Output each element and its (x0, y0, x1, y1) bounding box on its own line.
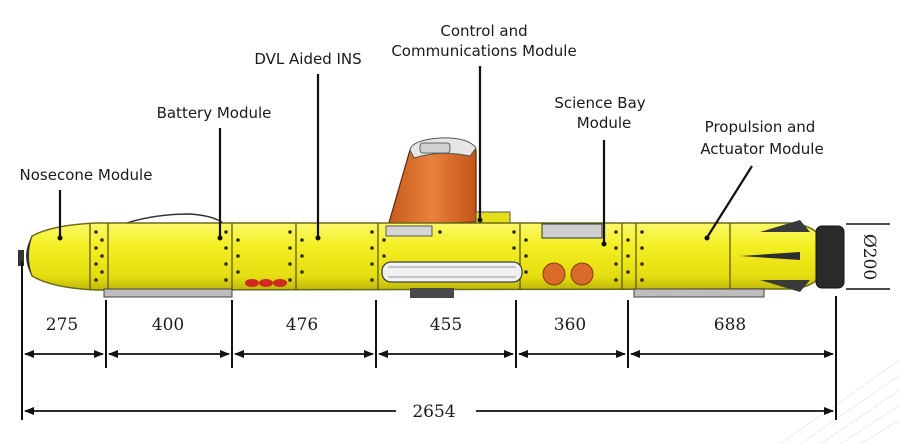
science-bay-rail (541, 223, 603, 239)
label-battery-module: Battery Module (157, 104, 272, 122)
label-control-line1: Control and (440, 22, 527, 40)
label-dvl-aided-ins: DVL Aided INS (254, 50, 361, 68)
dimension-extension-lines (21, 262, 837, 420)
label-control-line2: Communications Module (391, 42, 576, 60)
dim-value-battery: 400 (152, 315, 184, 335)
auv-vehicle (18, 137, 845, 298)
battery-skid (103, 288, 233, 298)
control-top-hatch (385, 225, 433, 237)
sail-window (419, 142, 451, 154)
diameter-extension-lines (846, 223, 890, 290)
ins-cylinder (381, 261, 523, 283)
dim-value-dvl: 476 (286, 315, 318, 335)
tail-fin-mid (740, 252, 800, 260)
propeller-shroud (815, 225, 845, 289)
dim-value-propulsion: 688 (714, 315, 746, 335)
dim-value-science: 360 (554, 315, 586, 335)
label-science-line2: Module (577, 114, 632, 132)
background-decoration (779, 359, 900, 444)
dim-value-nosecone: 275 (46, 315, 78, 335)
label-nosecone-module: Nosecone Module (20, 166, 153, 184)
red-marker (245, 279, 287, 287)
propulsion-skid (633, 288, 765, 298)
nose-sensor (18, 250, 24, 266)
module-labels: Nosecone Module Battery Module DVL Aided… (20, 22, 824, 247)
science-port-2 (570, 262, 594, 286)
nose-tip (26, 236, 32, 276)
science-port-1 (542, 262, 566, 286)
leader-propulsion (707, 165, 753, 237)
dvl-sensor (410, 288, 454, 298)
diameter-label: Ø200 (859, 234, 879, 280)
tail-fin-lower (760, 280, 810, 292)
label-propulsion-line2: Actuator Module (700, 140, 823, 158)
label-propulsion-line1: Propulsion and (705, 118, 816, 136)
total-dimension: 2654 (24, 402, 834, 422)
tail-fin-upper (760, 220, 810, 232)
label-science-line1: Science Bay (554, 94, 645, 112)
module-joints (89, 223, 731, 290)
segment-dimensions: 275 400 476 455 360 688 (24, 315, 834, 358)
total-length-value: 2654 (412, 402, 455, 422)
dim-value-control: 455 (430, 315, 462, 335)
